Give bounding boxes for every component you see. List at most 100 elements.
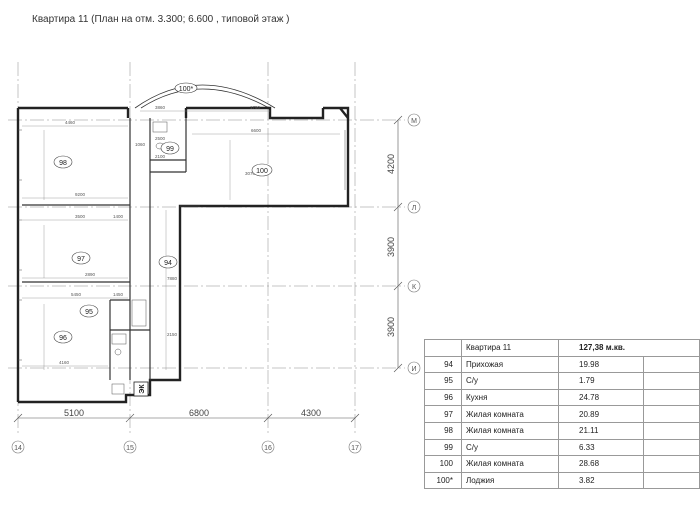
grid-lines [8,62,405,436]
table-row: 98 Жилая комната 21.11 [424,421,700,440]
table-header-name: Квартира 11 [461,339,559,357]
table-row: 95 С/у 1.79 [424,372,700,390]
inner-dim: 7880 [167,276,178,281]
inner-dim: 2890 [85,272,96,277]
inner-dim: 1060 [135,142,146,147]
axis-label-17: 17 [351,445,359,452]
room-tag-96: 96 [59,335,67,342]
table-cell-empty [643,471,700,490]
table-row: 97 Жилая комната 20.89 [424,405,700,423]
room-name: С/у [461,372,559,390]
room-name: Жилая комната [461,455,559,473]
inner-dim: 5450 [71,292,82,297]
room-id: 98 [424,421,462,440]
room-id: 96 [424,388,462,407]
table-header-row: Квартира 11 127,38 м.кв. [424,339,700,357]
drawing-title: Квартира 11 (План на отм. 3.300; 6.600 ,… [32,14,290,25]
inner-dim: 2500 [155,136,166,141]
room-id: 97 [424,405,462,423]
table-row: 96 Кухня 24.78 [424,388,700,407]
room-id: 95 [424,372,462,390]
axis-label-l: Л [412,205,417,212]
table-header-total: 127,38 м.кв. [558,339,700,357]
table-cell-empty [643,421,700,440]
room-id: 94 [424,355,462,374]
inner-dim: 4460 [65,120,76,125]
room-tag-95: 95 [85,309,93,316]
inner-dim: 1450 [113,292,124,297]
room-tag-99: 99 [166,146,174,153]
windows [18,129,346,361]
table-row: 99 С/у 6.33 [424,438,700,457]
inner-dim: 3500 [75,214,86,219]
table-header-empty [424,339,462,357]
inner-dim: 9200 [75,192,86,197]
shaft-box [133,381,149,397]
room-tag-100-loggia: 100* [179,86,194,93]
room-area: 1.79 [558,372,644,390]
inner-dim: 3070 [245,171,256,176]
room-name: Лоджия [461,471,559,490]
axis-bubbles-bottom [11,440,362,454]
room-area: 21.11 [558,421,644,440]
span-dim-v2: 3900 [386,237,396,257]
axis-label-15: 15 [126,445,134,452]
room-name: Жилая комната [461,421,559,440]
table-row: 100* Лоджия 3.82 [424,471,700,490]
span-dim-1: 5100 [64,408,84,418]
room-area: 28.68 [558,455,644,473]
outer-walls [16,106,350,404]
table-row: 100 Жилая комната 28.68 [424,455,700,473]
inner-dimension-lines [22,110,340,370]
axis-label-m: М [411,118,417,125]
room-area: 24.78 [558,388,644,407]
inner-walls [22,118,200,380]
room-tag-97: 97 [77,256,85,263]
span-dim-v3: 3900 [386,317,396,337]
axis-bubbles-right [407,113,421,375]
axis-label-14: 14 [14,445,22,452]
room-tag-94: 94 [164,260,172,267]
loggia-outline [134,84,276,109]
room-area-table: Квартира 11 127,38 м.кв. 94 Прихожая 19.… [424,339,700,490]
room-name: Кухня [461,388,559,407]
room-id: 99 [424,438,462,457]
inner-dim: 6600 [251,128,262,133]
span-dim-2: 6800 [189,408,209,418]
room-tag-98: 98 [59,160,67,167]
room-tag-texts: 98 99 100 97 94 95 96 [59,146,268,342]
right-dimension-line [393,115,403,373]
table-cell-empty [643,438,700,457]
inner-dim: 2100 [155,154,166,159]
room-name: Жилая комната [461,405,559,423]
room-tag-100: 100 [256,168,268,175]
inner-dim: 1750 [250,105,261,110]
inner-dim: 4160 [59,360,70,365]
span-dim-3: 4300 [301,408,321,418]
room-area: 6.33 [558,438,644,457]
span-dim-v1: 4200 [386,154,396,174]
room-id: 100 [424,455,462,473]
table-cell-empty [643,388,700,407]
inner-dim: 3860 [155,105,166,110]
inner-dimension-texts: 4460 3860 1750 6600 2500 2100 1060 3070 … [59,105,262,365]
table-cell-empty [643,372,700,390]
room-area: 19.98 [558,355,644,374]
shaft-label: ЭК [139,384,146,394]
bottom-dimension-line [13,413,360,423]
room-area: 20.89 [558,405,644,423]
table-cell-empty [643,355,700,374]
loggia-tag [174,82,198,94]
room-id: 100* [424,471,462,490]
axis-label-i: И [411,366,416,373]
room-name: Прихожая [461,355,559,374]
table-row: 94 Прихожая 19.98 [424,355,700,374]
table-cell-empty [643,405,700,423]
inner-dim: 1400 [113,214,124,219]
inner-dim: 2150 [167,332,178,337]
room-name: С/у [461,438,559,457]
room-area: 3.82 [558,471,644,490]
bath-fixtures [111,121,168,395]
table-cell-empty [643,455,700,473]
